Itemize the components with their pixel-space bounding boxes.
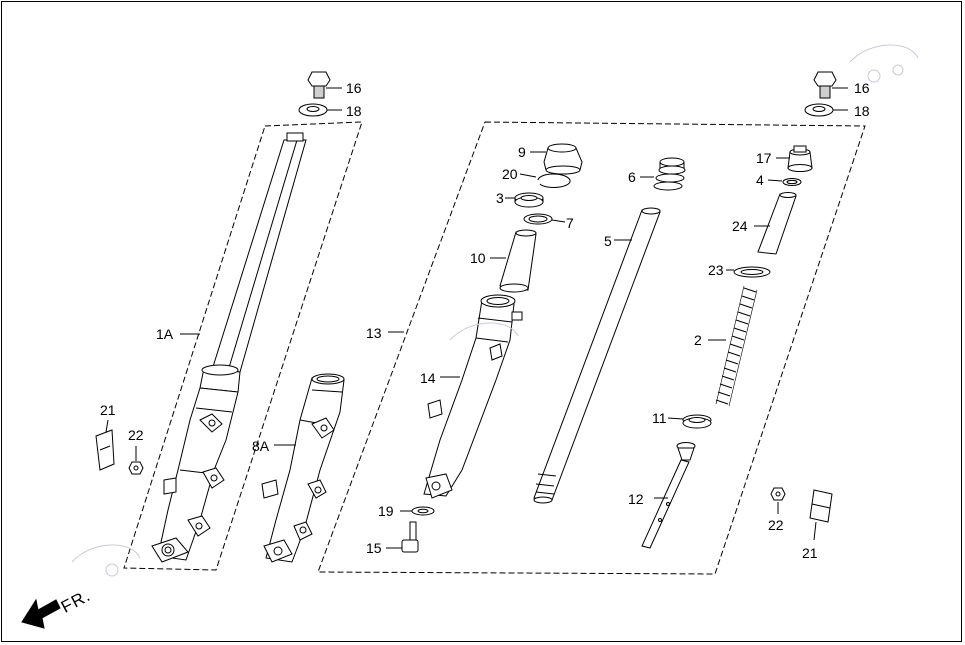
left-assembly-dashed-outline <box>123 121 363 571</box>
callout-4: 4 <box>756 172 764 188</box>
callout-15: 15 <box>366 540 382 556</box>
fork-leg-1A <box>151 132 307 563</box>
callout-3: 3 <box>496 190 504 206</box>
callout-18-right: 18 <box>854 103 870 119</box>
washer-19 <box>400 506 435 516</box>
callout-22-right: 22 <box>768 517 784 533</box>
center-assembly-dashed-outline <box>317 121 866 575</box>
nut-22-left <box>128 446 144 475</box>
spring-2 <box>708 285 758 407</box>
washer-23 <box>726 266 771 278</box>
washer-18-left <box>298 103 342 117</box>
callout-16-right: 16 <box>854 80 870 96</box>
callout-22-left: 22 <box>128 427 144 443</box>
washer-7 <box>523 213 566 225</box>
circlip-20 <box>519 173 571 188</box>
clip-21-left <box>95 419 115 471</box>
cap-17 <box>776 145 813 172</box>
callout-24: 24 <box>732 218 748 234</box>
bolt-16-left <box>307 71 342 99</box>
inner-tube-5 <box>533 207 661 504</box>
callout-16-left: 16 <box>346 80 362 96</box>
callout-18-left: 18 <box>346 103 362 119</box>
callout-1A: 1A <box>156 326 174 342</box>
nut-22-right <box>770 487 786 514</box>
callout-2: 2 <box>694 332 702 348</box>
bolt-15 <box>386 521 419 553</box>
callout-6: 6 <box>628 169 636 185</box>
callout-7: 7 <box>566 215 574 231</box>
ring-11 <box>667 414 712 429</box>
callout-11: 11 <box>652 410 667 426</box>
damper-rod-12 <box>641 442 696 549</box>
outer-tube-8A <box>261 373 345 563</box>
oil-seal-3 <box>505 192 544 208</box>
o-ring-4 <box>767 178 802 186</box>
callout-13: 13 <box>366 325 382 341</box>
callout-5: 5 <box>604 233 612 249</box>
spacer-24 <box>754 192 797 255</box>
dust-seal-9 <box>530 143 583 175</box>
callout-17: 17 <box>756 150 772 166</box>
washer-18-right <box>804 103 848 117</box>
bolt-16-right <box>813 71 848 99</box>
clip-21-right <box>809 489 833 541</box>
callout-20: 20 <box>502 166 518 182</box>
callout-12: 12 <box>628 491 644 507</box>
callout-21-right: 21 <box>802 545 818 561</box>
callout-21-left: 21 <box>100 402 116 418</box>
watermark-logo-icon <box>71 44 919 577</box>
callout-23: 23 <box>708 262 724 278</box>
leader-lines <box>180 331 460 446</box>
callout-8A: 8A <box>252 438 270 454</box>
front-direction-arrow-icon <box>21 598 61 629</box>
callout-14: 14 <box>420 370 436 386</box>
callout-19: 19 <box>378 503 394 519</box>
callout-10: 10 <box>470 250 486 266</box>
spring-cap-6 <box>640 157 686 191</box>
bushing-10 <box>490 229 537 293</box>
callout-9: 9 <box>518 144 526 160</box>
